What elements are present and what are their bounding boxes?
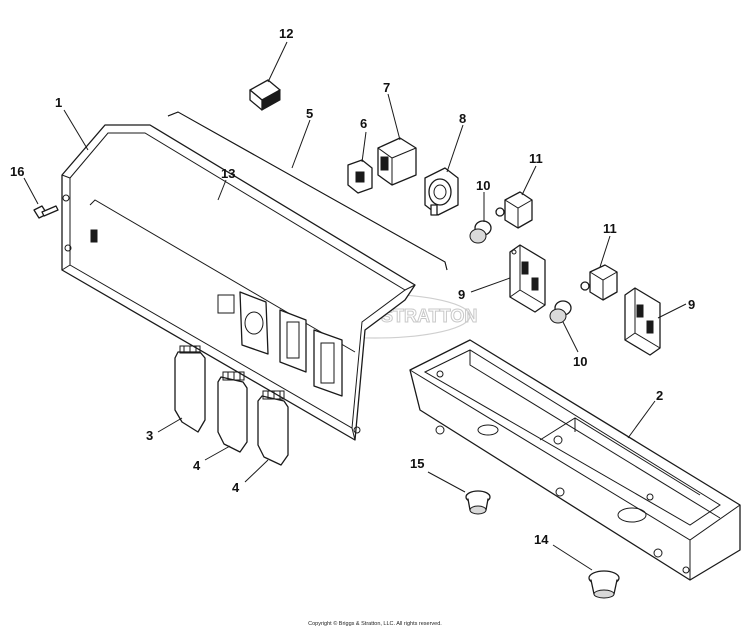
callout-10b: 10	[573, 354, 587, 369]
screw	[33, 205, 59, 219]
twist-lock-receptacle	[424, 167, 459, 216]
switch-plate	[347, 159, 373, 194]
grommet-large	[588, 570, 620, 599]
duplex-receptacle-upper	[509, 244, 546, 313]
callout-2: 2	[656, 388, 663, 403]
support-rod	[167, 111, 448, 271]
callout-3: 3	[146, 428, 153, 443]
callout-4a: 4	[193, 458, 201, 473]
switch-housing	[377, 137, 417, 186]
rocker-switch	[249, 79, 281, 111]
outlet-cover-3	[174, 345, 206, 433]
callout-12: 12	[279, 26, 293, 41]
outlet-cover-4a	[217, 371, 248, 453]
callout-15: 15	[410, 456, 424, 471]
callout-5: 5	[306, 106, 313, 121]
callout-8: 8	[459, 111, 466, 126]
callout-16: 16	[10, 164, 24, 179]
callout-11b: 11	[603, 221, 617, 236]
reset-button-upper	[469, 220, 492, 244]
callout-14: 14	[534, 532, 549, 547]
callout-13: 13	[221, 166, 235, 181]
callout-4b: 4	[232, 480, 240, 495]
control-panel	[61, 124, 416, 441]
circuit-breaker-upper	[495, 191, 533, 229]
duplex-receptacle-lower	[624, 287, 661, 356]
reset-button-lower	[549, 300, 572, 324]
leader-lines	[23, 41, 687, 571]
callout-1: 1	[55, 95, 62, 110]
bottom-tray	[409, 339, 741, 581]
callout-numbers: 1 2 3 4 4 5 6 7 8 9 9 10 10 11 11 12 13 …	[10, 26, 695, 547]
callout-9b: 9	[688, 297, 695, 312]
outlet-cover-4b	[257, 390, 289, 466]
callout-9a: 9	[458, 287, 465, 302]
callout-7: 7	[383, 80, 390, 95]
callout-10a: 10	[476, 178, 490, 193]
callout-11a: 11	[529, 151, 543, 166]
grommet-small	[465, 490, 491, 515]
copyright-notice: Copyright © Briggs & Stratton, LLC. All …	[308, 621, 442, 627]
callout-6: 6	[360, 116, 367, 131]
circuit-breaker-lower	[580, 264, 618, 301]
